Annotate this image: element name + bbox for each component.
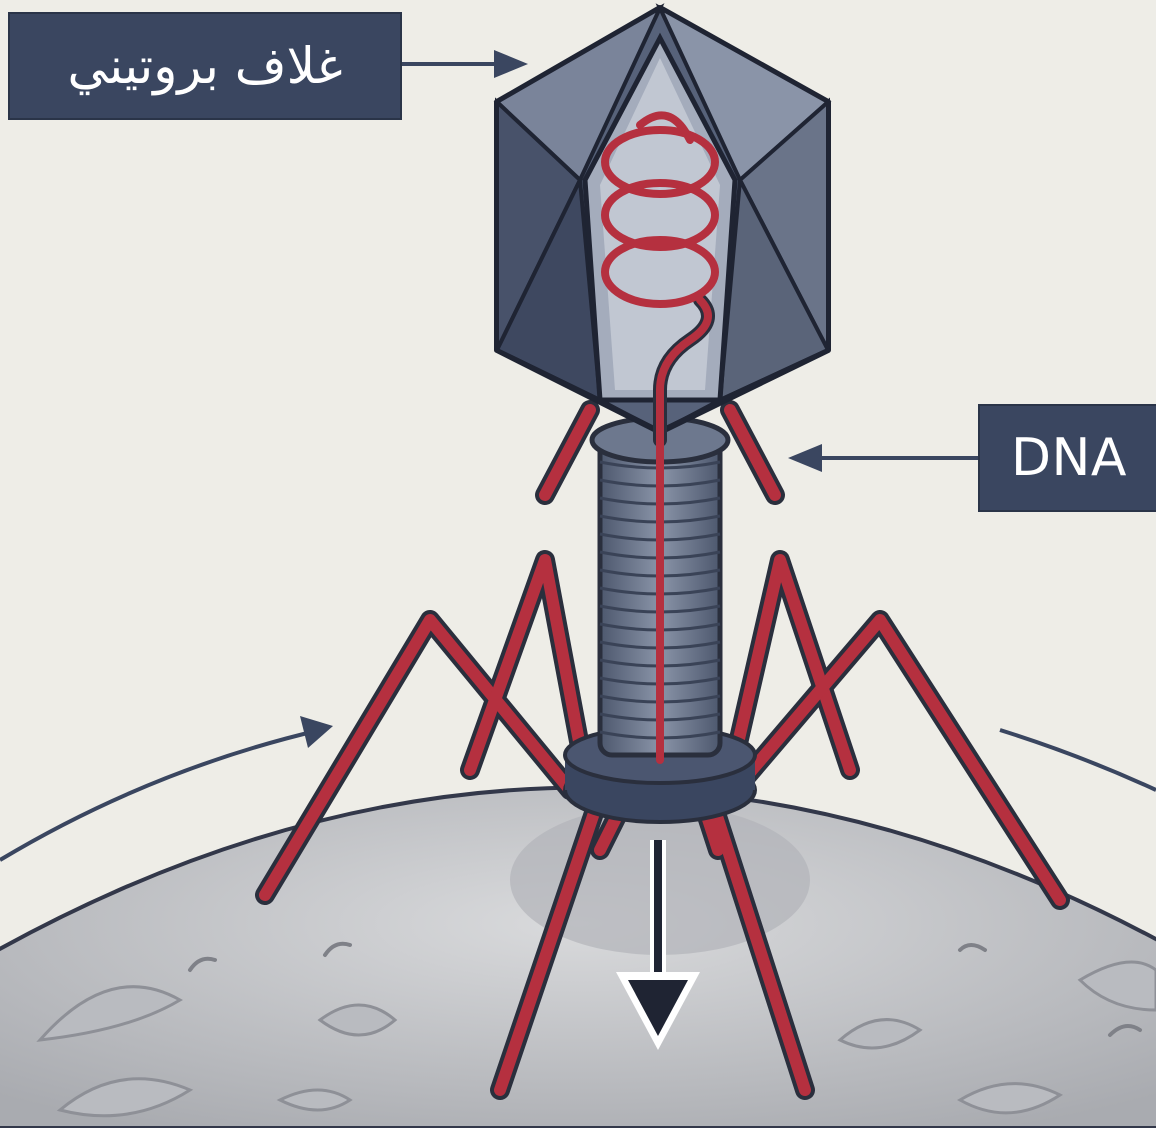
surface-arrowhead-icon [300,716,333,748]
capsid-arrow-icon [400,50,528,78]
capsid-label-text: غلاف بروتيني [67,37,342,95]
capsid-label: غلاف بروتيني [8,12,402,120]
dna-arrow-icon [788,444,978,472]
dna-label: DNA [978,404,1156,512]
dna-label-text: DNA [1011,428,1127,488]
